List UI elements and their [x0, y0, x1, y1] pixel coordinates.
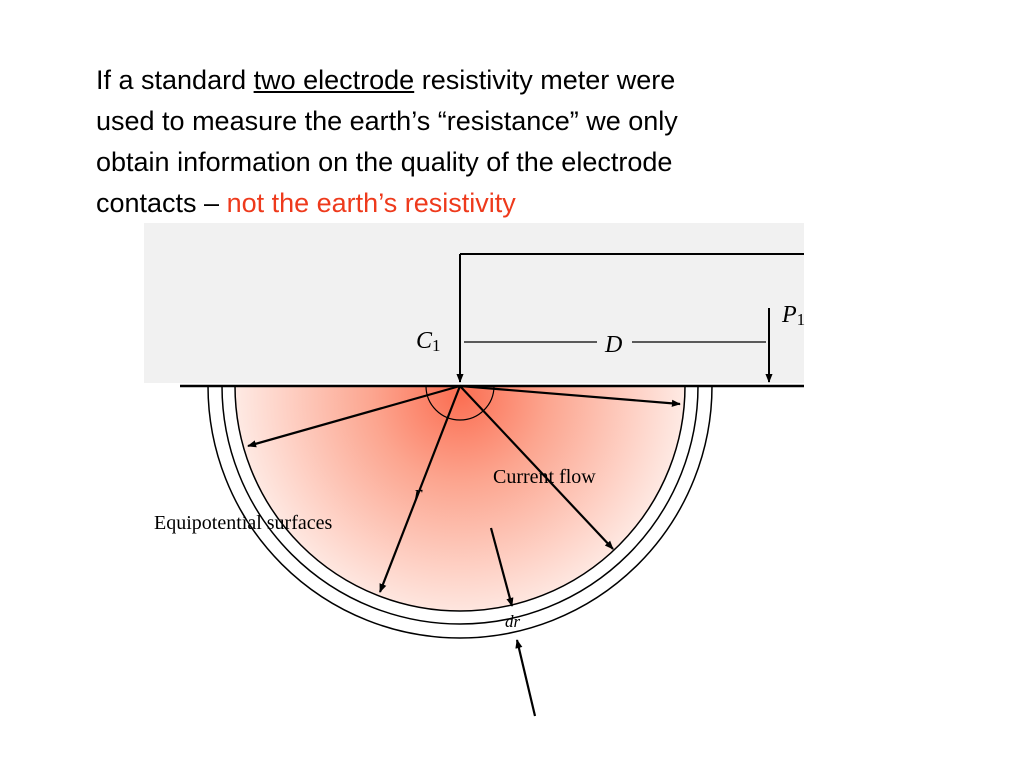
equipotential-surfaces-label: Equipotential surfaces: [154, 512, 332, 534]
line1-pre: If a standard: [96, 65, 254, 95]
flow-arrow-lower-right: [459, 385, 614, 550]
p1-label: P1: [781, 302, 805, 329]
figure-background: [144, 223, 804, 383]
slide-body-text: If a standard two electrode resistivity …: [96, 60, 896, 224]
text-line-2: used to measure the earth’s “resistance”…: [96, 106, 678, 136]
dr-arrow-down: [489, 527, 514, 607]
electrode-hemisphere: [425, 385, 495, 421]
current-flow-label: Current flow: [493, 466, 596, 488]
text-line-3: obtain information on the quality of the…: [96, 147, 673, 177]
two-electrode-underlined: two electrode: [253, 65, 415, 95]
c1-label: C1: [416, 328, 441, 355]
equipotential-outer-shell: [207, 385, 713, 639]
highlight-not-earths-resistivity: not the earth’s resistivity: [226, 188, 516, 218]
radius-r-label: r: [414, 480, 423, 505]
flow-arrow-left: [247, 384, 461, 448]
text-line-1: If a standard two electrode resistivity …: [96, 60, 896, 101]
equipotential-middle-shell: [221, 385, 699, 625]
equipotential-inner-shell: [234, 385, 686, 612]
line1-post: resistivity meter were: [414, 65, 676, 95]
dr-arrow-up: [515, 639, 537, 717]
dr-label: dr: [505, 612, 521, 631]
distance-d-label: D: [604, 332, 622, 358]
line4-pre: contacts –: [96, 188, 227, 218]
current-region-shading: [235, 386, 685, 611]
text-line-4: contacts – not the earth’s resistivity: [96, 183, 896, 224]
flow-arrow-right: [459, 384, 681, 407]
flow-arrow-radius-r: [378, 385, 462, 593]
